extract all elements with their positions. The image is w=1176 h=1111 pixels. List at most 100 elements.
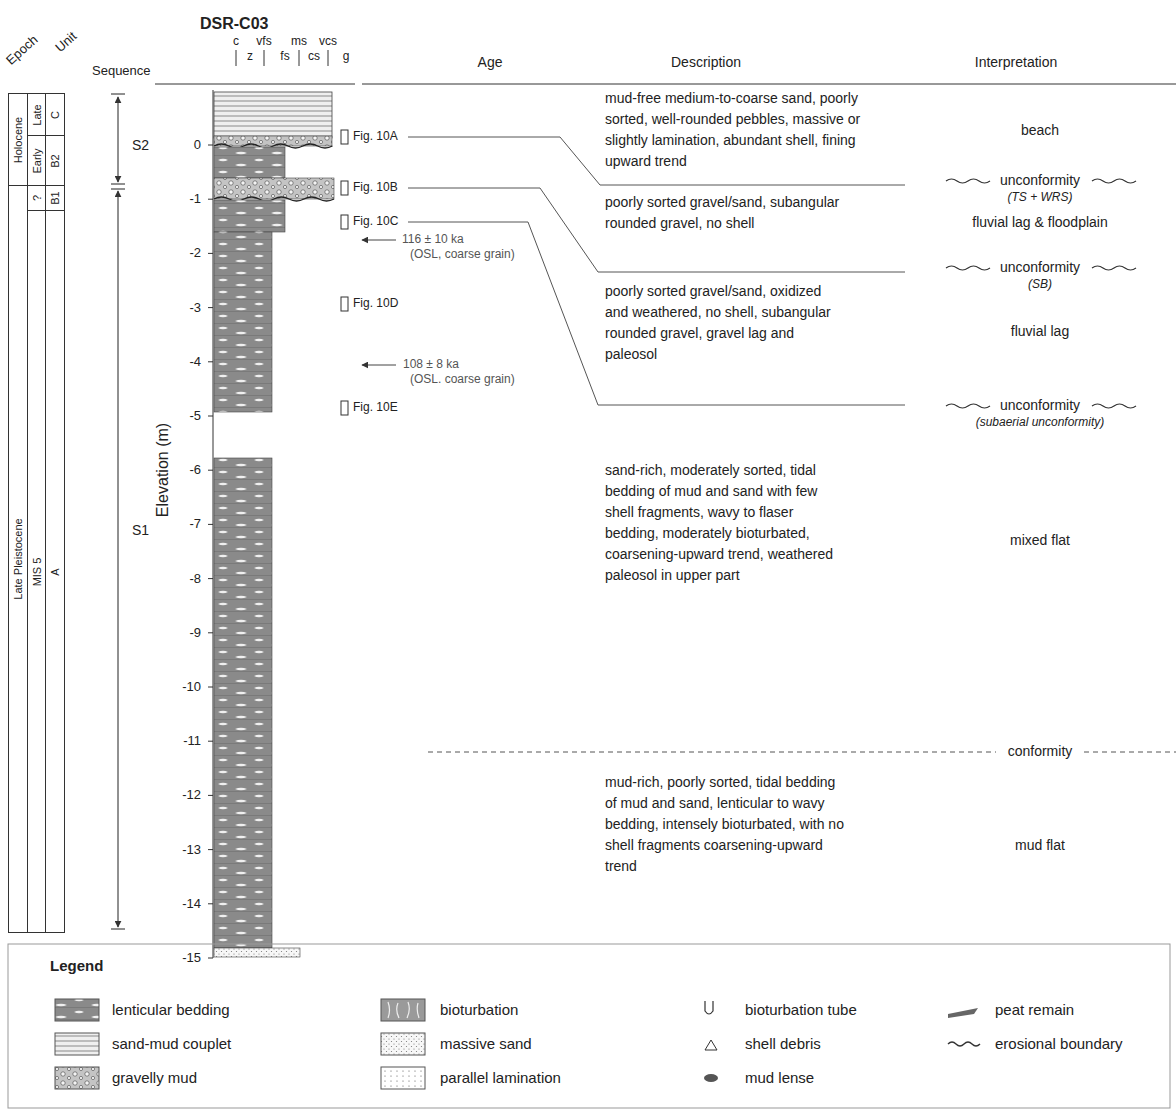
cell-text: B2 (49, 154, 61, 167)
legend-panel (704, 1074, 718, 1082)
figure-markers (341, 401, 348, 415)
figure-markers (341, 130, 348, 415)
column-header: Description (671, 54, 741, 71)
legend-text: sand-mud couplet (112, 1035, 231, 1053)
elevation-tick-label: -10 (182, 679, 201, 695)
legend-text: massive sand (440, 1035, 532, 1053)
elevation-tick-label: -12 (182, 787, 201, 803)
leader-lines (362, 137, 905, 405)
interpretation-text: (subaerial unconformity) (976, 415, 1105, 429)
interpretation-text: fluvial lag & floodplain (972, 214, 1107, 231)
header-rules (155, 50, 1176, 84)
legend-text: peat remain (995, 1001, 1074, 1019)
core-log (214, 178, 334, 199)
legend-panel (381, 1033, 425, 1055)
description-text: sand-rich, moderately sorted, tidal bedd… (605, 460, 845, 586)
legend-text: erosional boundary (995, 1035, 1123, 1053)
interpretation-text: mixed flat (1010, 532, 1070, 549)
unit-cell: B1 (45, 185, 65, 211)
elevation-tick-label: 0 (194, 137, 201, 153)
column-header: Age (478, 54, 503, 71)
grain-size-label: fs (280, 49, 289, 63)
age-label: (OSL, coarse grain) (410, 247, 515, 261)
unit-cell: C (45, 93, 65, 136)
leader-lines (408, 137, 905, 405)
grain-size-label: g (343, 49, 350, 63)
column-header: Sequence (92, 63, 151, 79)
subepoch-cell: ? (27, 185, 46, 211)
legend-panel (381, 999, 425, 1021)
interpretation-text: conformity (1008, 743, 1073, 760)
grain-size-label: ms (291, 34, 307, 48)
cell-text: Late (31, 104, 43, 125)
sequence-label: S1 (132, 522, 149, 539)
interpretation-text: unconformity (1000, 259, 1080, 276)
unit-cell: B2 (45, 135, 65, 186)
cell-text: Early (31, 148, 43, 173)
legend-panel (55, 1067, 99, 1089)
figure-reference: Fig. 10B (353, 180, 398, 194)
core-log (214, 92, 334, 957)
cell-text: A (49, 568, 61, 575)
legend-text: bioturbation (440, 1001, 518, 1019)
elevation-tick-label: -2 (189, 245, 201, 261)
legend-text: bioturbation tube (745, 1001, 857, 1019)
core-log (214, 92, 332, 138)
elevation-tick-label: -1 (189, 191, 201, 207)
legend-panel (948, 1042, 980, 1046)
legend-text: shell debris (745, 1035, 821, 1053)
cell-text: B1 (49, 191, 61, 204)
core-log (214, 948, 300, 957)
interpretation-text: beach (1021, 122, 1059, 139)
sequence-arrows (111, 94, 125, 929)
description-text: mud-free medium-to-coarse sand, poorly s… (605, 88, 885, 172)
figure-markers (341, 215, 348, 229)
elevation-tick-label: -5 (189, 408, 201, 424)
grain-size-label: cs (308, 49, 320, 63)
sequence-arrows (118, 97, 119, 182)
unconformity-waves (946, 179, 1136, 408)
cell-text: ? (31, 195, 43, 201)
column-header: Epoch (3, 32, 41, 68)
legend-title: Legend (50, 957, 103, 975)
cell-text: Holocene (12, 116, 24, 162)
legend-text: gravelly mud (112, 1069, 197, 1087)
core-title: DSR-C03 (200, 14, 268, 33)
elevation-tick-label: -7 (189, 516, 201, 532)
figure-reference: Fig. 10E (353, 400, 398, 414)
legend-panel (8, 944, 1170, 1108)
cell-text: Late Pleistocene (12, 518, 24, 599)
interpretation-text: (SB) (1028, 277, 1052, 291)
core-log (214, 458, 272, 948)
interpretation-text: unconformity (1000, 397, 1080, 414)
elevation-axis (208, 145, 213, 958)
core-log (214, 200, 285, 232)
legend-panel (388, 1002, 419, 1018)
legend-panel (55, 1033, 99, 1055)
header-rules (155, 84, 1176, 85)
column-header: Unit (52, 28, 80, 55)
description-text: poorly sorted gravel/sand, oxidized and … (605, 281, 845, 365)
legend-panel (948, 1008, 978, 1018)
elevation-tick-label: -14 (182, 896, 201, 912)
legend-text: mud lense (745, 1069, 814, 1087)
elevation-axis (208, 90, 213, 958)
leader-lines (362, 365, 396, 366)
figure-markers (341, 130, 348, 144)
elevation-tick-label: -8 (189, 571, 201, 587)
grain-size-label: z (247, 49, 253, 63)
interpretation-text: fluvial lag (1011, 323, 1069, 340)
cell-text: MIS 5 (31, 557, 43, 586)
figure-reference: Fig. 10A (353, 129, 398, 143)
elevation-tick-label: -4 (189, 354, 201, 370)
legend-text: parallel lamination (440, 1069, 561, 1087)
legend-text: lenticular bedding (112, 1001, 230, 1019)
legend-panel (705, 1001, 713, 1014)
header-rules (236, 50, 328, 66)
legend-panel (55, 999, 99, 1021)
interpretation-text: mud flat (1015, 837, 1065, 854)
legend-panel (705, 1040, 717, 1050)
age-label: 116 ± 10 ka (402, 232, 464, 246)
sequence-label: S2 (132, 137, 149, 154)
figure-markers (341, 297, 348, 311)
